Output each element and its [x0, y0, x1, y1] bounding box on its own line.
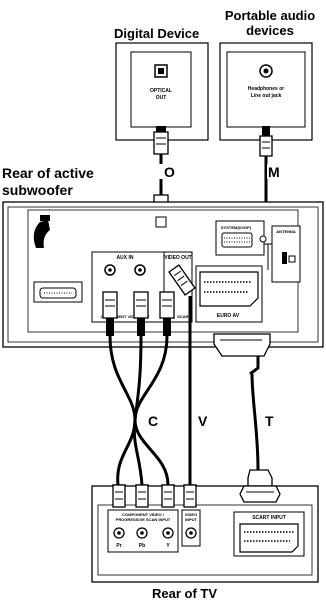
antenna-label: ANTENNA	[276, 229, 296, 234]
scart-cable	[250, 373, 260, 471]
tv-video-label-2: INPUT	[185, 517, 198, 522]
scart-plug-top	[213, 333, 271, 376]
video-out-label: VIDEO OUT	[164, 255, 192, 261]
optical-out-label: OPTICAL	[150, 88, 172, 94]
system-dvdp-label: SYSTEM(DVDP)	[221, 225, 252, 230]
tv-component-label-2: PROGRESSIVE SCAN INPUT	[116, 517, 171, 522]
portable-audio-label: Portable audio devices	[215, 8, 325, 38]
tv-video-label: VIDEO	[185, 512, 197, 517]
scart-small-label: SCART	[177, 314, 191, 319]
cable-m-label: M	[268, 164, 280, 180]
video-plug-top	[168, 264, 196, 296]
euro-av-label: EURO AV	[217, 313, 240, 319]
component-cable	[108, 335, 170, 486]
tv-scart-label: SCART INPUT	[252, 515, 286, 521]
headphones-label-2: Line out jack	[251, 93, 282, 99]
tv-plug-tips	[112, 484, 281, 508]
digital-device-label: Digital Device	[114, 26, 200, 41]
rear-subwoofer-label-line2: subwoofer	[2, 182, 73, 198]
rear-subwoofer-label: Rear of active subwoofer	[2, 165, 94, 199]
rear-tv-label: Rear of TV	[152, 586, 218, 601]
portable-audio-label-line2: devices	[246, 23, 294, 38]
tv-component-label: COMPONENT VIDEO /	[122, 512, 165, 517]
cable-v-label: V	[198, 413, 208, 429]
headphones-label: Headphones or	[248, 86, 284, 92]
component-plugs-top	[102, 291, 175, 336]
cable-c-label: C	[148, 413, 158, 429]
cable-o-label: O	[164, 164, 175, 180]
power-cord-icon	[33, 215, 50, 248]
portable-audio-label-line1: Portable audio	[224, 8, 316, 23]
aux-in-label: AUX IN	[117, 255, 134, 261]
pr-label: Pr	[116, 543, 121, 549]
optical-in-jack	[155, 216, 167, 228]
y-label: Y	[166, 543, 170, 549]
rear-subwoofer-label-line1: Rear of active	[2, 165, 94, 181]
component-out-label: COMPONENT VIDEO OUT	[100, 314, 150, 319]
cable-t-label: T	[265, 413, 274, 429]
optical-out-label-2: OUT	[156, 95, 167, 101]
pb-label: Pb	[139, 543, 145, 549]
